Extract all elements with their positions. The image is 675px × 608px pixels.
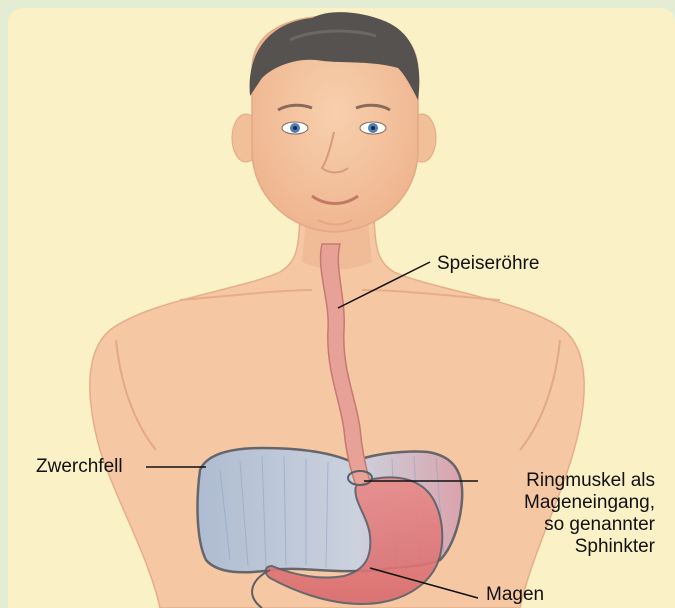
label-zwerchfell: Zwerchfell bbox=[36, 456, 123, 478]
pupil-left bbox=[293, 126, 297, 130]
label-magen: Magen bbox=[486, 584, 544, 606]
label-sphinkter-line-1: Ringmuskel als bbox=[524, 470, 655, 492]
label-speiseroehre: Speiseröhre bbox=[437, 253, 539, 275]
pupil-right bbox=[371, 126, 375, 130]
label-sphinkter-line-4: Sphinkter bbox=[524, 536, 655, 558]
label-sphinkter: Ringmuskel als Mageneingang, so genannte… bbox=[524, 470, 655, 558]
label-sphinkter-line-3: so genannter bbox=[524, 514, 655, 536]
label-sphinkter-line-2: Mageneingang, bbox=[524, 492, 655, 514]
